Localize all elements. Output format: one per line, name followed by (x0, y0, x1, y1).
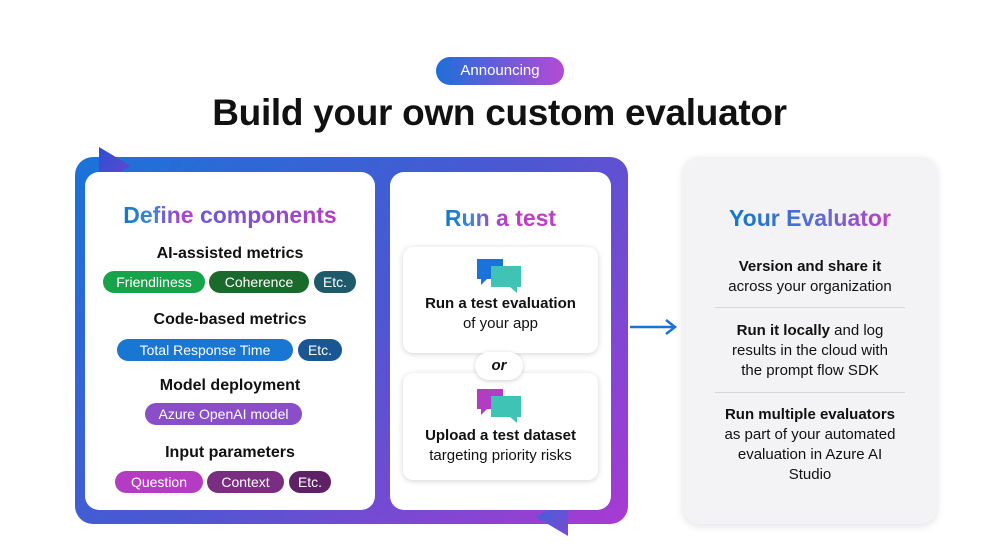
run-a-test-title: Run a test (390, 205, 611, 232)
pill-etc-code: Etc. (298, 339, 342, 361)
ai-assisted-metrics-label: AI-assisted metrics (156, 245, 304, 262)
evaluator-item3-line1: Run multiple evaluators (724, 406, 896, 423)
run-a-title-words: Run a (444, 205, 509, 231)
evaluator-item1-line1: Version and share it (738, 258, 882, 275)
pill-friendliness: Friendliness (103, 271, 205, 293)
pill-coherence: Coherence (209, 271, 309, 293)
upload-test-dataset-title: Upload a test dataset (425, 427, 576, 444)
evaluator-title-text: Your Evaluator (729, 205, 891, 231)
divider (715, 392, 905, 393)
announcing-badge: Announcing (436, 57, 564, 85)
pill-azure-openai-model: Azure OpenAI model (145, 403, 302, 425)
run-test-evaluation-text: of your app (462, 315, 539, 332)
or-badge: or (475, 352, 523, 380)
run-test-evaluation-title: Run a test evaluation (425, 295, 576, 312)
evaluator-item3-line2: as part of your automated (724, 426, 896, 443)
code-based-metrics-label: Code-based metrics (153, 311, 307, 328)
evaluator-item2-line3: the prompt flow SDK (741, 362, 879, 379)
divider (715, 307, 905, 308)
chat-bubbles-purple-icon (477, 389, 521, 423)
model-deployment-label: Model deployment (159, 377, 301, 394)
run-a-test-panel: Run a test Run a test evaluation of your… (390, 172, 611, 510)
upload-test-dataset-card: Upload a test dataset targeting priority… (403, 373, 598, 480)
arrow-right-icon (630, 319, 678, 335)
define-components-panel: Define components AI-assisted metrics Fr… (85, 172, 375, 510)
evaluator-item2-line1: Run it locally and log (736, 322, 884, 339)
test-title-word: test (515, 205, 557, 231)
page-title: Build your own custom evaluator (212, 92, 787, 133)
evaluator-item2-line2: results in the cloud with (732, 342, 888, 359)
pill-etc-ai: Etc. (314, 271, 356, 293)
chat-bubbles-icon (477, 259, 521, 293)
your-evaluator-title: Your Evaluator (683, 205, 937, 232)
components-title-word: components (199, 202, 337, 228)
pill-context: Context (207, 471, 284, 493)
define-components-title: Define components (85, 202, 375, 229)
run-test-evaluation-card: Run a test evaluation of your app (403, 247, 598, 353)
your-evaluator-panel: Your Evaluator Version and share it acro… (683, 157, 937, 524)
evaluator-item3-line3: evaluation in Azure AI (737, 446, 883, 463)
define-title-word: Define (123, 202, 194, 228)
evaluator-item3-line4: Studio (788, 466, 832, 483)
upload-test-dataset-text: targeting priority risks (429, 447, 572, 464)
pill-etc-input: Etc. (289, 471, 331, 493)
pill-question: Question (115, 471, 203, 493)
input-parameters-label: Input parameters (165, 444, 295, 461)
evaluator-item1-line2: across your organization (728, 278, 892, 295)
pill-total-response-time: Total Response Time (117, 339, 293, 361)
